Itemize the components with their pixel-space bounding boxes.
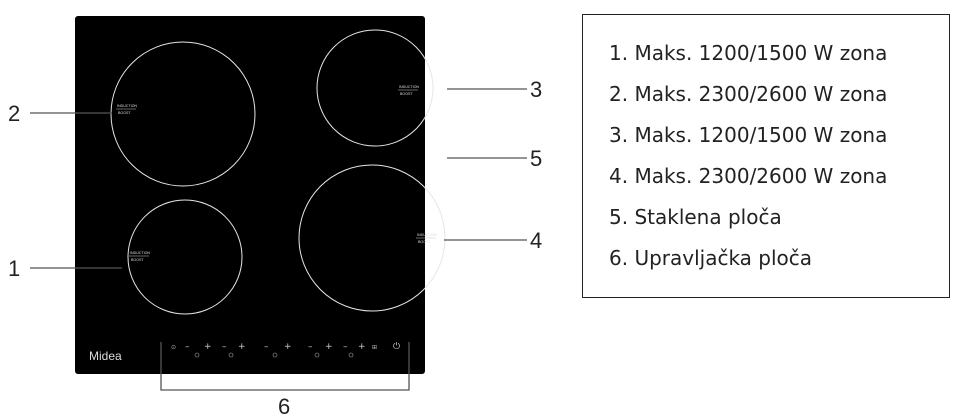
control-symbol: – [343,342,348,352]
callout-4: 4 [530,228,542,253]
svg-text:INDUCTION: INDUCTION [130,251,150,255]
callout-2: 2 [8,101,20,126]
svg-text:INDUCTION: INDUCTION [417,233,437,237]
zone-3-label: INDUCTION BOOST [398,85,419,96]
legend-box: 1. Maks. 1200/1500 W zona 2. Maks. 2300/… [582,14,950,298]
zone-1-label: INDUCTION BOOST [129,251,150,262]
callout-1: 1 [8,256,20,281]
control-panel-bracket [160,342,410,391]
legend-item: 1. Maks. 1200/1500 W zona [609,41,888,65]
legend-item: 4. Maks. 2300/2600 W zona [609,164,888,188]
control-symbol: – [222,342,227,352]
brand-logo: Midea [89,349,122,363]
legend-item: 6. Upravljačka ploča [609,246,813,270]
legend-item: 3. Maks. 1200/1500 W zona [609,123,888,147]
svg-text:INDUCTION: INDUCTION [399,85,419,89]
svg-text:BOOST: BOOST [400,92,413,96]
control-symbol: + [204,342,212,352]
legend-list: 1. Maks. 1200/1500 W zona 2. Maks. 2300/… [583,15,949,279]
control-symbol: + [284,342,292,352]
zone-2-ring [110,41,256,187]
control-symbol: ⏻ [393,341,400,352]
zone-1-ring [127,199,243,315]
svg-text:BOOST: BOOST [118,111,131,115]
control-symbol: – [264,342,269,352]
legend-item: 5. Staklena ploča [609,205,782,229]
zone-2-label: INDUCTION BOOST [116,104,137,115]
callout-3: 3 [530,77,542,102]
control-symbol: + [325,342,333,352]
control-symbol: + [358,342,366,352]
control-symbol: – [308,342,313,352]
control-symbol: + [238,342,246,352]
legend-item: 2. Maks. 2300/2600 W zona [609,82,888,106]
control-panel: ⊙ – + – + – + – + – + ⊞ ⏻ [171,341,400,358]
svg-text:INDUCTION: INDUCTION [117,104,137,108]
zone-4-label: INDUCTION BOOST [416,233,437,244]
svg-text:BOOST: BOOST [131,258,144,262]
zone-3-ring [316,29,434,147]
callout-6: 6 [278,394,290,417]
svg-text:BOOST: BOOST [418,240,431,244]
control-symbol: – [185,342,190,352]
glass-cooktop [75,16,425,374]
control-symbol: ⊙ [171,344,176,351]
zone-4-ring [298,164,446,312]
control-symbol: ⊞ [372,344,377,351]
callout-5: 5 [530,146,542,171]
